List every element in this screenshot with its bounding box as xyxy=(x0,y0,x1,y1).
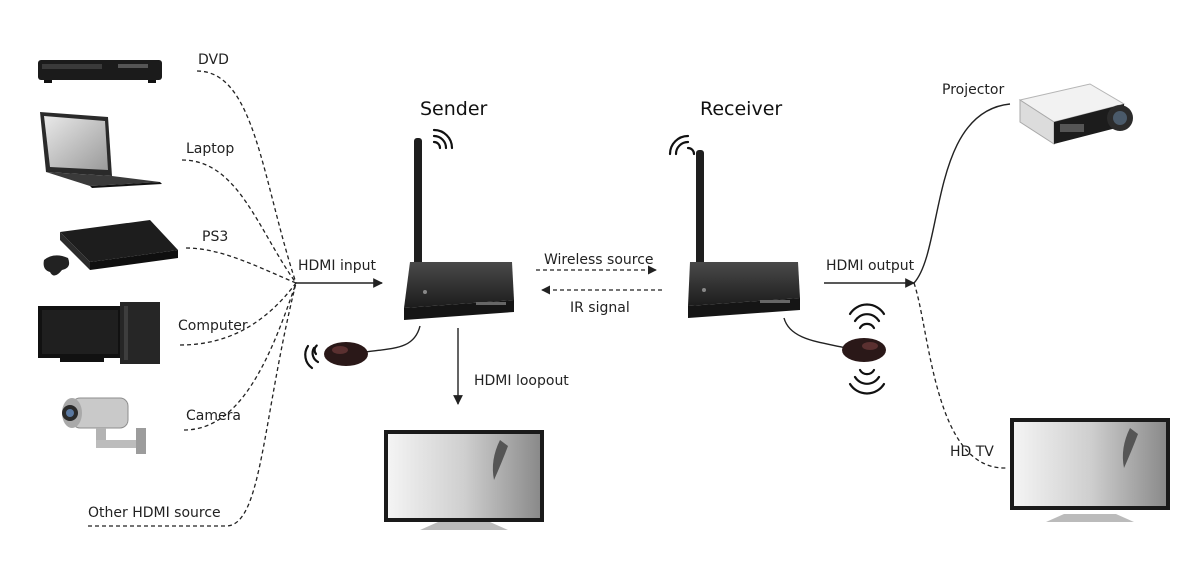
projector-icon xyxy=(1018,83,1133,145)
ps3-console-icon xyxy=(43,220,178,276)
receiver-ir-wave-top-icon xyxy=(848,303,886,330)
computer-line xyxy=(179,282,297,346)
ps3-line xyxy=(185,247,297,284)
dvd-label: DVD xyxy=(198,52,229,68)
sender-ir-wave-icon xyxy=(304,344,320,370)
hdmi-input-label: HDMI input xyxy=(298,258,376,274)
loopout-tv-icon xyxy=(384,430,544,530)
hdmi-loopout-label: HDMI loopout xyxy=(474,373,569,389)
sender-device xyxy=(404,138,514,320)
laptop-label: Laptop xyxy=(186,141,234,157)
computer-icon xyxy=(38,302,160,364)
hd-tv-label: HD TV xyxy=(950,444,994,460)
sender-title: Sender xyxy=(420,98,488,120)
projector-line xyxy=(913,103,1011,284)
other-source-label: Other HDMI source xyxy=(88,505,221,521)
security-camera-icon xyxy=(62,397,146,454)
sender-ir-sensor-icon xyxy=(324,342,368,366)
sender-antenna-icon xyxy=(414,138,422,266)
projector-label: Projector xyxy=(942,82,1004,98)
wireless-source-label: Wireless source xyxy=(544,252,654,268)
receiver-antenna-icon xyxy=(696,150,704,266)
hdmi-output-label: HDMI output xyxy=(826,258,915,274)
sender-ir-cable xyxy=(365,325,421,353)
receiver-ir-emitter-icon xyxy=(842,338,886,362)
hd-tv-line xyxy=(913,282,1007,469)
dvd-player-icon xyxy=(38,60,162,83)
camera-line xyxy=(183,282,297,431)
laptop-line xyxy=(181,159,297,284)
hd-tv-icon xyxy=(1010,418,1170,522)
sender-wifi-icon xyxy=(432,128,454,150)
other-source-line xyxy=(88,282,297,527)
ir-signal-label: IR signal xyxy=(570,300,630,316)
receiver-title: Receiver xyxy=(700,98,782,120)
camera-label: Camera xyxy=(186,408,241,424)
computer-label: Computer xyxy=(178,318,248,334)
receiver-ir-cable xyxy=(783,317,847,349)
ps3-label: PS3 xyxy=(202,229,228,245)
receiver-ir-wave-bottom-icon xyxy=(848,368,886,395)
receiver-device xyxy=(688,150,800,318)
receiver-wifi-icon xyxy=(668,134,696,156)
laptop-icon xyxy=(40,112,162,188)
dvd-line xyxy=(196,70,297,284)
